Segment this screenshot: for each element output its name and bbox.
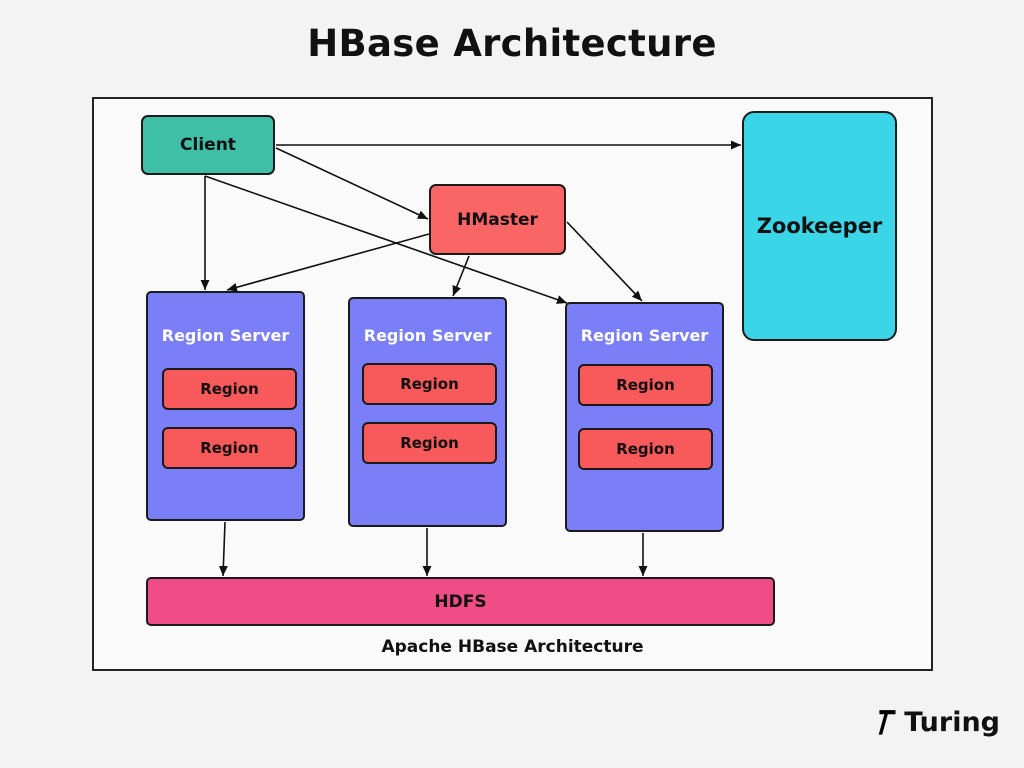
turing-logo-icon (878, 710, 896, 735)
region-server-2: Region Server Region Region (348, 297, 507, 527)
brand-name: Turing (904, 706, 1000, 738)
hdfs-node: HDFS (146, 577, 775, 626)
region-1-2: Region (162, 427, 297, 469)
region-server-label: Region Server (161, 326, 290, 345)
region-server-3: Region Server Region Region (565, 302, 724, 532)
region-server-1: Region Server Region Region (146, 291, 305, 521)
client-node: Client (141, 115, 275, 175)
hmaster-node: HMaster (429, 184, 566, 255)
region-3-1: Region (578, 364, 713, 406)
region-1-1: Region (162, 368, 297, 410)
region-2-2: Region (362, 422, 497, 464)
region-3-2: Region (578, 428, 713, 470)
brand-logo: Turing (878, 700, 1000, 744)
diagram-caption: Apache HBase Architecture (381, 637, 644, 657)
region-server-label: Region Server (580, 326, 709, 345)
zookeeper-node: Zookeeper (742, 111, 897, 341)
region-server-label: Region Server (363, 326, 492, 345)
page-title: HBase Architecture (307, 22, 717, 65)
region-2-1: Region (362, 363, 497, 405)
